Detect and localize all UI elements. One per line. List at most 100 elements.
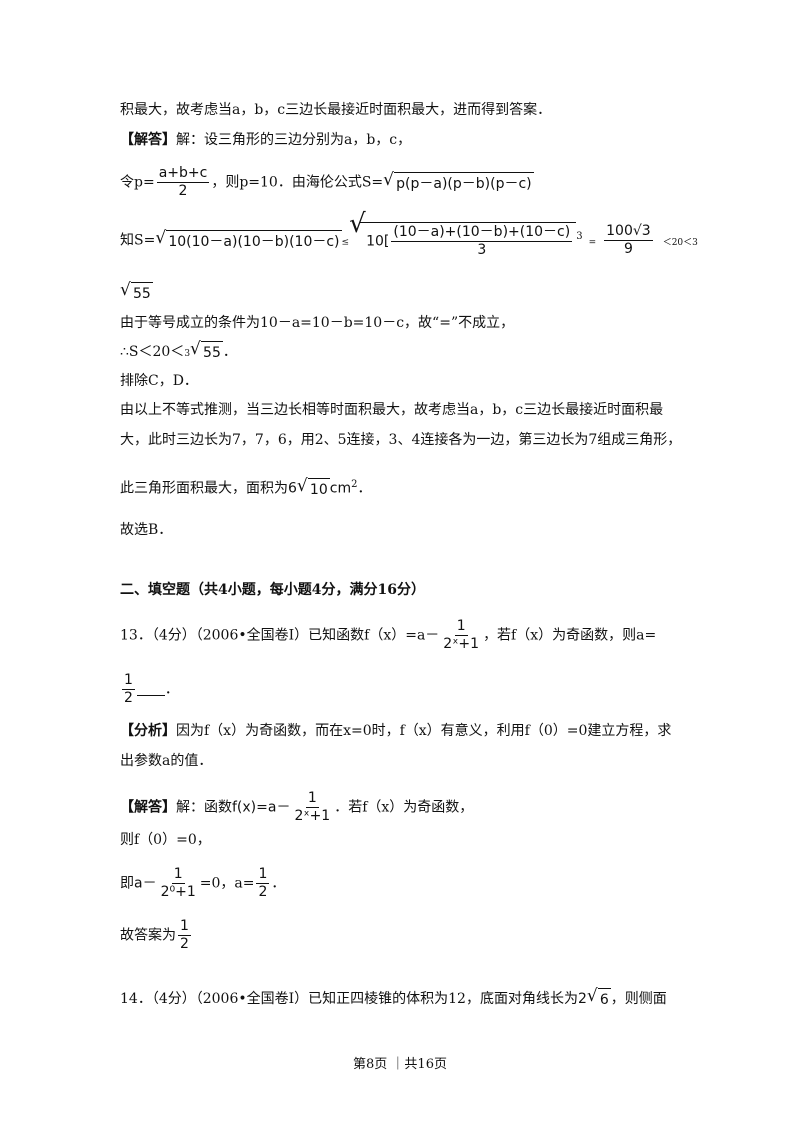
text-fragment: ．若f（x）为奇函数，	[334, 799, 474, 816]
expression: a－	[134, 875, 157, 892]
coefficient: 2	[577, 991, 587, 1007]
text-fragment: 14．（4分）（2006•全国卷Ⅰ）已知正四棱锥的体积为12，底面对角线长为	[120, 991, 578, 1007]
text-fragment: 解：函数	[176, 799, 232, 816]
root-index: 3	[184, 349, 191, 359]
radicand: 55	[131, 282, 153, 304]
radicand: 10	[307, 477, 330, 500]
page-footer: 第8页 ｜共16页	[353, 1057, 447, 1072]
answer-tag: 【解答】	[120, 799, 176, 816]
text-fragment: =0，a=	[199, 875, 255, 892]
radicand: p(p－a)(p－b)(p－c)	[394, 171, 534, 194]
coefficient: 6	[288, 480, 297, 497]
text-fragment: ＜20＜3	[662, 237, 698, 248]
text-fragment: ，则p=10．由海伦公式S=	[211, 174, 384, 191]
text-fragment: ．	[164, 681, 179, 698]
text-fragment: 此三角形面积最大，面积为	[120, 480, 288, 497]
fraction-numerator: 1	[171, 866, 185, 884]
answer-tag: 【解答】	[120, 132, 176, 148]
fraction-denominator: 3	[477, 242, 487, 258]
text-line: 由于等号成立的条件为10－a=10－b=10－c，故“=”不成立，	[120, 315, 515, 331]
answer-blank	[136, 683, 165, 696]
text-line: 出参数a的值．	[120, 753, 213, 769]
text-line: ∴S＜20＜3√55．	[120, 339, 237, 364]
fraction: (10－a)+(10－b)+(10－c)3	[391, 224, 573, 259]
fraction-numerator: 1	[256, 866, 270, 884]
text-line: 故选B．	[120, 522, 173, 538]
text-line: 【分析】因为f（x）为奇函数，而在x=0时，f（x）有意义，利用f（0）=0建立…	[120, 721, 671, 741]
fraction-denominator: 2	[124, 690, 133, 706]
fraction-denominator: 2	[258, 884, 268, 900]
fraction-denominator: 2	[180, 936, 189, 952]
text-line: 大，此时三边长为7，7，6，用2、5连接，3、4连接各为一边，第三边长为7组成三…	[120, 432, 682, 448]
text-line: 积最大，故考虑当a，b，c三边长最接近时面积最大，进而得到答案．	[120, 102, 552, 118]
text-fragment: 即	[120, 875, 134, 892]
question-14: 14．（4分）（2006•全国卷Ⅰ）已知正四棱锥的体积为12，底面对角线长为2√…	[120, 986, 667, 1010]
text-line: 知S=√10(10－a)(10－b)(10－c)≤√10[(10－a)+(10－…	[120, 211, 698, 259]
text-fragment: 令p=	[120, 174, 155, 191]
text-line: 由以上不等式推测，当三边长相等时面积最大，故考虑当a，b，c三边长最接近时面积最	[120, 402, 664, 418]
text-fragment: 10[	[366, 233, 390, 250]
function-expression: f(x)=a－	[232, 799, 291, 816]
fraction-numerator: 100√3	[604, 223, 653, 241]
square-root: √55	[120, 280, 153, 304]
text-fragment: ．	[357, 480, 372, 497]
text-fragment: ．	[222, 344, 237, 360]
fraction-denominator: 2⁰+1	[160, 884, 196, 900]
unit: cm	[329, 480, 352, 497]
le-sign: ≤	[341, 237, 350, 248]
square-root: √6	[586, 986, 611, 1010]
fraction-numerator: a+b+c	[156, 165, 210, 183]
square-root: √p(p－a)(p－b)(p－c)	[383, 169, 534, 194]
text-line: 则f（0）=0，	[120, 832, 211, 848]
analysis-tag: 【分析】	[120, 723, 176, 739]
square-root: √10	[296, 475, 330, 500]
fraction-denominator: 9	[623, 241, 633, 257]
fraction-numerator: 1	[178, 918, 191, 936]
text-fragment: ∴S＜20＜	[120, 344, 185, 360]
fraction-denominator: 2ˣ+1	[443, 636, 480, 652]
exponent: 3	[576, 230, 583, 242]
exponent: 2	[351, 479, 358, 490]
fraction-numerator: 1	[454, 618, 468, 636]
text-line: 【解答】解：设三角形的三边分别为a，b，c，	[120, 130, 411, 150]
section-heading: 二、填空题（共4小题，每小题4分，满分16分）	[120, 582, 425, 598]
analysis-text: 因为f（x）为奇函数，而在x=0时，f（x）有意义，利用f（0）=0建立方程，求	[176, 723, 672, 739]
equals-sign: =	[588, 237, 597, 248]
radicand: 6	[597, 988, 611, 1010]
text-fragment: 故答案为	[120, 927, 176, 944]
text-line: 排除C，D．	[120, 373, 198, 389]
radicand: 10(10－a)(10－b)(10－c)	[166, 229, 342, 252]
text-fragment: 知S=	[120, 232, 156, 249]
text-fragment: ，则侧面	[610, 991, 667, 1007]
fraction-numerator: (10－a)+(10－b)+(10－c)	[391, 224, 573, 242]
square-root: √10(10－a)(10－b)(10－c)	[155, 227, 342, 252]
fraction-denominator: 2ˣ+1	[294, 808, 331, 824]
fraction-numerator: 1	[305, 790, 319, 808]
fraction-numerator: 1	[122, 672, 135, 690]
text-fragment: ，若f（x）为奇函数，则a=	[483, 627, 657, 644]
text-fragment: ．	[271, 875, 286, 892]
radicand: 10[(10－a)+(10－b)+(10－c)3	[360, 222, 577, 259]
square-root: √55	[190, 339, 223, 363]
fraction-denominator: 2	[178, 183, 188, 199]
answer-text: 解：设三角形的三边分别为a，b，c，	[176, 132, 412, 148]
text-line: √55	[120, 280, 153, 304]
radicand: 55	[201, 341, 223, 363]
square-root: √10[(10－a)+(10－b)+(10－c)3	[349, 211, 577, 259]
text-fragment: 13．（4分）（2006•全国卷Ⅰ）已知函数f（x）=a－	[120, 627, 440, 644]
